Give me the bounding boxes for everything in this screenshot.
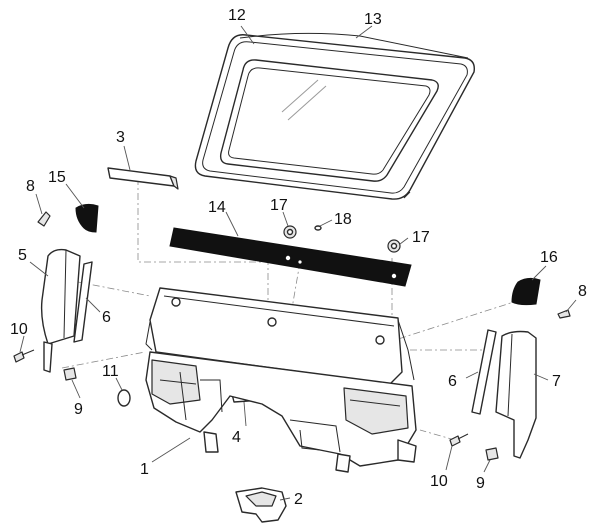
nut-left xyxy=(63,367,77,381)
callout-13: 13 xyxy=(364,11,382,28)
callout-5: 5 xyxy=(18,247,27,264)
rear-window-glass xyxy=(194,34,475,200)
callout-8-left: 8 xyxy=(26,178,35,195)
callout-3: 3 xyxy=(116,129,125,146)
trim-strip xyxy=(107,167,179,190)
callout-12: 12 xyxy=(228,7,246,24)
oval-plug xyxy=(117,389,131,407)
grommet-right xyxy=(387,239,401,253)
leader-lines xyxy=(19,25,577,501)
callout-labels: 12 13 3 14 15 8 17 18 17 16 8 5 6 10 11 … xyxy=(10,7,587,508)
callout-17-left: 17 xyxy=(270,197,288,214)
callout-6-left: 6 xyxy=(102,309,111,326)
callout-7: 7 xyxy=(552,373,561,390)
right-pillar-trim xyxy=(495,330,537,459)
window-seal xyxy=(239,32,469,199)
callout-9-left: 9 xyxy=(74,401,83,418)
callout-4: 4 xyxy=(232,429,241,446)
screw-left xyxy=(13,349,35,363)
dashboard-panel xyxy=(145,287,417,473)
callout-1: 1 xyxy=(140,461,149,478)
callout-16: 16 xyxy=(540,249,558,266)
callout-6-right: 6 xyxy=(448,373,457,390)
nut-right xyxy=(485,447,499,461)
callout-2: 2 xyxy=(294,491,303,508)
left-thin-strip xyxy=(73,261,93,343)
lower-bracket xyxy=(235,487,287,523)
screw-right xyxy=(449,433,469,447)
callout-15: 15 xyxy=(48,169,66,186)
left-corner-cap xyxy=(75,203,99,233)
callout-14: 14 xyxy=(208,199,226,216)
clip-left xyxy=(37,211,51,227)
callout-8-right: 8 xyxy=(578,283,587,300)
header-strip xyxy=(169,227,412,287)
right-corner-cap xyxy=(511,277,541,306)
small-clip xyxy=(314,225,322,231)
clip-right xyxy=(557,309,571,319)
callout-11: 11 xyxy=(102,363,119,380)
grommet-left xyxy=(283,225,297,239)
callout-17-right: 17 xyxy=(412,229,430,246)
callout-10-left: 10 xyxy=(10,321,28,338)
callout-9-right: 9 xyxy=(476,475,485,492)
left-pillar-trim xyxy=(40,248,81,373)
right-thin-strip xyxy=(471,329,497,415)
callout-18: 18 xyxy=(334,211,352,228)
callout-10-right: 10 xyxy=(430,473,448,490)
